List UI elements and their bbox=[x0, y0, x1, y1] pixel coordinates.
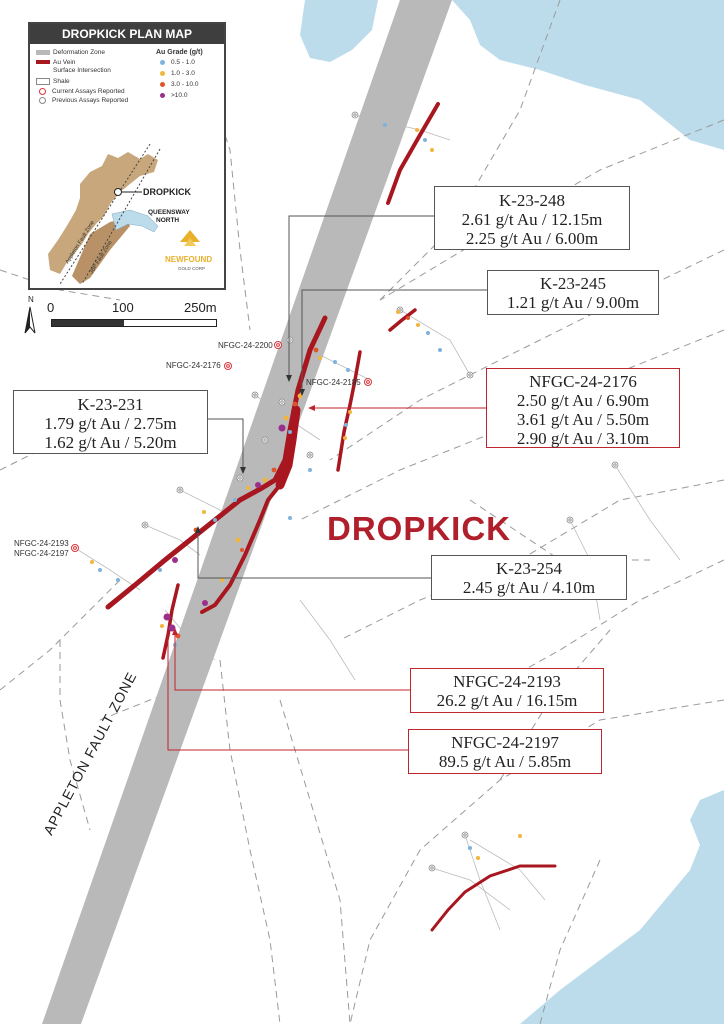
callout-leaders bbox=[167, 215, 487, 751]
legend-deformation-zone: Deformation Zone bbox=[36, 49, 105, 57]
callout-line: 3.61 g/t Au / 5.50m bbox=[516, 410, 650, 429]
company-subtitle: GOLD CORP bbox=[178, 266, 205, 271]
dropkick-title: DROPKICK bbox=[327, 510, 512, 547]
callout-k-23-231: K-23-231 1.79 g/t Au / 2.75m 1.62 g/t Au… bbox=[13, 390, 208, 454]
grade-dot-icon bbox=[160, 92, 165, 98]
vein-swatch bbox=[36, 60, 50, 65]
callout-k-23-245: K-23-245 1.21 g/t Au / 9.00m bbox=[487, 270, 659, 315]
legend-label: Au Vein bbox=[53, 59, 76, 66]
callout-title: K-23-245 bbox=[539, 274, 607, 293]
callout-line: 2.61 g/t Au / 12.15m bbox=[461, 210, 603, 229]
hole-label-2185: NFGC-24-2185 bbox=[306, 378, 361, 387]
grade-legend-title: Au Grade (g/t) bbox=[156, 49, 203, 56]
legend-current-assays: Current Assays Reported bbox=[36, 88, 125, 96]
inset-dropkick-marker bbox=[114, 188, 122, 196]
grade-dot-icon bbox=[160, 70, 165, 76]
legend-label: Deformation Zone bbox=[53, 49, 106, 56]
grade-dot-icon bbox=[160, 59, 165, 65]
inset-queensway-label: QUEENSWAY bbox=[148, 209, 190, 216]
deformation-swatch bbox=[36, 49, 50, 55]
shale-swatch bbox=[36, 78, 50, 85]
hole-label-2200: NFGC-24-2200 bbox=[218, 341, 273, 350]
callout-nfgc-24-2193: NFGC-24-2193 26.2 g/t Au / 16.15m bbox=[410, 668, 604, 713]
company-name: NEWFOUND bbox=[165, 255, 212, 264]
callout-title: K-23-231 bbox=[77, 395, 144, 414]
north-label: N bbox=[28, 295, 34, 304]
legend-au-vein: Au Vein Surface Intersection bbox=[36, 59, 111, 75]
callout-title: NFGC-24-2176 bbox=[529, 372, 637, 391]
scale-tick-250: 250m bbox=[184, 300, 217, 315]
callout-line: 2.45 g/t Au / 4.10m bbox=[462, 578, 596, 597]
deformation-zone-band bbox=[42, 0, 452, 1024]
scale-tick-100: 100 bbox=[112, 300, 134, 315]
current-assay-icon bbox=[39, 88, 46, 95]
inset-north-label: NORTH bbox=[156, 217, 179, 224]
callout-nfgc-24-2176: NFGC-24-2176 2.50 g/t Au / 6.90m 3.61 g/… bbox=[486, 368, 680, 448]
leader-arrowheads bbox=[195, 375, 305, 533]
north-arrow-icon bbox=[24, 306, 36, 334]
legend-label: Previous Assays Reported bbox=[52, 97, 129, 105]
callout-k-23-248: K-23-248 2.61 g/t Au / 12.15m 2.25 g/t A… bbox=[434, 186, 630, 250]
legend-label: Shale bbox=[53, 78, 70, 86]
hole-label-2197: NFGC-24-2197 bbox=[14, 549, 69, 558]
grade-item-1: 0.5 - 1.0 bbox=[160, 59, 195, 67]
inset-dropkick-label: DROPKICK bbox=[143, 187, 192, 197]
hole-label-2193: NFGC-24-2193 bbox=[14, 539, 69, 548]
legend-previous-assays: Previous Assays Reported bbox=[36, 97, 128, 105]
previous-assay-icon bbox=[39, 97, 46, 104]
grade-item-3: 3.0 - 10.0 bbox=[160, 81, 198, 89]
au-veins bbox=[105, 102, 557, 932]
scale-bar bbox=[51, 319, 217, 327]
callout-line: 2.25 g/t Au / 6.00m bbox=[465, 229, 599, 248]
scale-bar-filled-segment bbox=[52, 320, 124, 326]
inset-geology-map: Appleton Fault Zone JBP Fault Zone DROPK… bbox=[48, 143, 212, 285]
scale-tick-0: 0 bbox=[47, 300, 55, 315]
inset-title: DROPKICK PLAN MAP bbox=[30, 24, 224, 44]
legend-shale: Shale bbox=[36, 78, 70, 86]
callout-nfgc-24-2197: NFGC-24-2197 89.5 g/t Au / 5.85m bbox=[408, 729, 602, 774]
grade-dots bbox=[90, 123, 522, 860]
company-logo-icon bbox=[180, 230, 200, 246]
inset-water bbox=[111, 209, 159, 233]
grade-item-4: >10.0 bbox=[160, 92, 187, 100]
callout-title: NFGC-24-2193 bbox=[453, 672, 561, 691]
callout-line: 1.62 g/t Au / 5.20m bbox=[44, 433, 177, 452]
current-assay-markers bbox=[71, 341, 372, 552]
legend-label: Surface Intersection bbox=[53, 67, 111, 74]
inset-shale-unit bbox=[48, 152, 158, 274]
grade-dot-icon bbox=[160, 81, 165, 87]
hole-label-2176: NFGC-24-2176 bbox=[166, 361, 221, 370]
callout-title: K-23-254 bbox=[495, 559, 563, 578]
callout-title: K-23-248 bbox=[498, 191, 566, 210]
callout-line: 1.21 g/t Au / 9.00m bbox=[506, 293, 640, 312]
inset-map-panel: DROPKICK PLAN MAP Deformation Zone Au Ve… bbox=[28, 22, 226, 290]
callout-line: 89.5 g/t Au / 5.85m bbox=[438, 752, 572, 771]
callout-line: 2.50 g/t Au / 6.90m bbox=[516, 391, 650, 410]
water-body-top bbox=[300, 0, 378, 62]
callout-line: 26.2 g/t Au / 16.15m bbox=[436, 691, 578, 710]
callout-line: 1.79 g/t Au / 2.75m bbox=[44, 414, 177, 433]
callout-k-23-254: K-23-254 2.45 g/t Au / 4.10m bbox=[431, 555, 627, 600]
callout-line: 2.90 g/t Au / 3.10m bbox=[516, 429, 650, 448]
water-body-top-right bbox=[452, 0, 724, 150]
legend-label: Current Assays Reported bbox=[52, 88, 125, 96]
red-arrowheads bbox=[172, 405, 315, 635]
water-body-bottom-right bbox=[520, 790, 724, 1024]
callout-title: NFGC-24-2197 bbox=[451, 733, 559, 752]
grade-item-2: 1.0 - 3.0 bbox=[160, 70, 195, 78]
